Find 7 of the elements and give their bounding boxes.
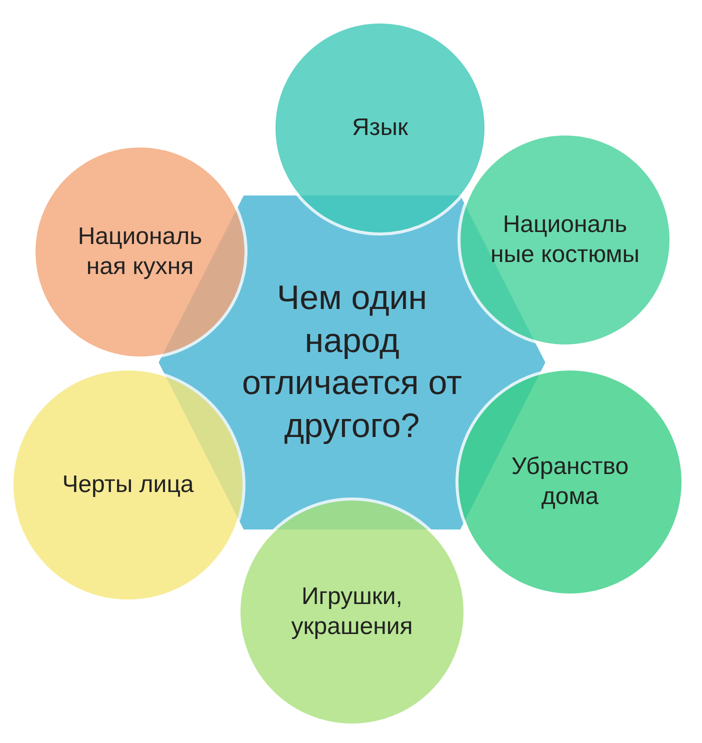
topic-label: Убранство дома bbox=[510, 452, 630, 512]
topic-label: Чем один народ отличается от другого? bbox=[240, 278, 463, 446]
topic-label: Черты лица bbox=[61, 470, 195, 500]
topic-label: Националь ные костюмы bbox=[490, 210, 640, 270]
topic-label: Игрушки, украшения bbox=[290, 582, 414, 642]
topic-label: Националь ная кухня bbox=[76, 222, 204, 282]
topic-label: Язык bbox=[350, 113, 410, 143]
